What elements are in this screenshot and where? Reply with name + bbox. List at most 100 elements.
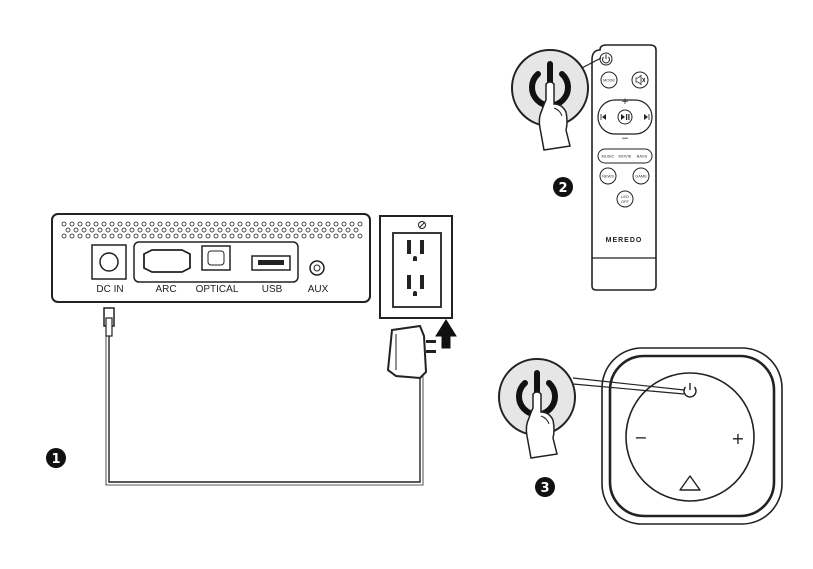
soundbar-top-panel: − +: [601, 347, 783, 525]
vent-hole: [65, 227, 71, 233]
vent-hole: [325, 221, 331, 227]
vent-hole: [197, 233, 203, 239]
vent-hole: [357, 233, 363, 239]
top-volume-up[interactable]: +: [731, 429, 744, 448]
remote-news-button[interactable]: NEWS: [599, 167, 617, 185]
vent-hole: [253, 233, 259, 239]
vent-hole: [221, 233, 227, 239]
remote-eq-row: MUSIC MOVIE BASS: [597, 148, 653, 164]
vent-hole: [245, 221, 251, 227]
vent-hole: [125, 221, 131, 227]
step-2-number: 2: [558, 181, 567, 196]
vent-hole: [229, 221, 235, 227]
top-volume-down[interactable]: −: [634, 428, 647, 447]
vent-hole: [141, 233, 147, 239]
remote-volume-up[interactable]: +: [621, 97, 629, 107]
vent-hole: [189, 233, 195, 239]
vent-hole: [265, 227, 271, 233]
power-plug-icon: [386, 324, 436, 380]
vent-hole: [317, 221, 323, 227]
vent-hole: [117, 233, 123, 239]
remote-mode-button[interactable]: MODE: [600, 71, 618, 89]
vent-hole: [169, 227, 175, 233]
top-source-button[interactable]: [679, 475, 701, 491]
play-pause-icon[interactable]: [617, 109, 633, 125]
vent-hole: [241, 227, 247, 233]
vent-hole: [105, 227, 111, 233]
vent-hole: [305, 227, 311, 233]
vent-hole: [197, 221, 203, 227]
vent-hole: [325, 233, 331, 239]
next-track-icon[interactable]: [644, 114, 650, 120]
vent-hole: [117, 221, 123, 227]
zoom-connector-top: [572, 377, 685, 391]
vent-hole: [261, 233, 267, 239]
vent-hole: [269, 233, 275, 239]
remote-bass-button[interactable]: BASS: [637, 154, 648, 159]
vent-hole: [317, 233, 323, 239]
outlet-socket-top: [407, 240, 424, 261]
vent-hole: [337, 227, 343, 233]
vent-hole: [93, 221, 99, 227]
vent-hole: [173, 221, 179, 227]
vent-hole: [77, 221, 83, 227]
remote-power-button[interactable]: [599, 52, 613, 66]
vent-hole: [61, 233, 67, 239]
remote-volume-down[interactable]: −: [621, 134, 629, 144]
vent-hole: [101, 233, 107, 239]
remote-game-button[interactable]: GAME: [632, 167, 650, 185]
top-power-button[interactable]: [683, 383, 697, 398]
vent-hole: [285, 233, 291, 239]
remote-mode-label: MODE: [603, 78, 615, 83]
cable-line-shadow: [105, 336, 424, 486]
remote-led-label: LED: [621, 194, 629, 199]
remote-led-off-button[interactable]: LED OFF: [616, 190, 634, 208]
vent-hole: [253, 221, 259, 227]
vent-hole: [221, 221, 227, 227]
vent-hole: [109, 233, 115, 239]
vent-hole: [341, 233, 347, 239]
vent-hole: [329, 227, 335, 233]
dc-plug-sleeve: [105, 317, 113, 337]
vent-hole: [185, 227, 191, 233]
step-3-number: 3: [540, 481, 549, 496]
vent-hole: [237, 233, 243, 239]
vent-hole: [153, 227, 159, 233]
vent-hole: [321, 227, 327, 233]
vent-hole: [277, 221, 283, 227]
vent-hole: [133, 221, 139, 227]
remote-news-label: NEWS: [602, 174, 614, 179]
vent-hole: [349, 221, 355, 227]
aux-socket: [313, 264, 321, 272]
vent-hole: [217, 227, 223, 233]
vent-hole: [341, 221, 347, 227]
vent-hole: [125, 233, 131, 239]
vent-hole: [309, 233, 315, 239]
vent-hole: [225, 227, 231, 233]
vent-hole: [249, 227, 255, 233]
vent-hole: [237, 221, 243, 227]
vent-hole: [193, 227, 199, 233]
arc-label: ARC: [155, 284, 176, 295]
remote-music-button[interactable]: MUSIC: [602, 154, 615, 159]
remote-movie-button[interactable]: MOVIE: [619, 154, 632, 159]
up-arrow-icon: [435, 319, 457, 349]
vent-hole: [173, 233, 179, 239]
remote-game-label: GAME: [635, 174, 647, 179]
vent-hole: [273, 227, 279, 233]
vent-hole: [189, 221, 195, 227]
speaker-mute-icon[interactable]: [631, 71, 649, 89]
vent-hole: [301, 221, 307, 227]
aux-label: AUX: [308, 284, 329, 295]
cable-line: [108, 336, 421, 483]
previous-track-icon[interactable]: [600, 114, 606, 120]
vent-hole: [157, 221, 163, 227]
vent-hole: [149, 221, 155, 227]
vent-hole: [257, 227, 263, 233]
vent-hole: [161, 227, 167, 233]
vent-hole: [289, 227, 295, 233]
vent-hole: [181, 221, 187, 227]
vent-hole: [205, 221, 211, 227]
vent-hole: [137, 227, 143, 233]
